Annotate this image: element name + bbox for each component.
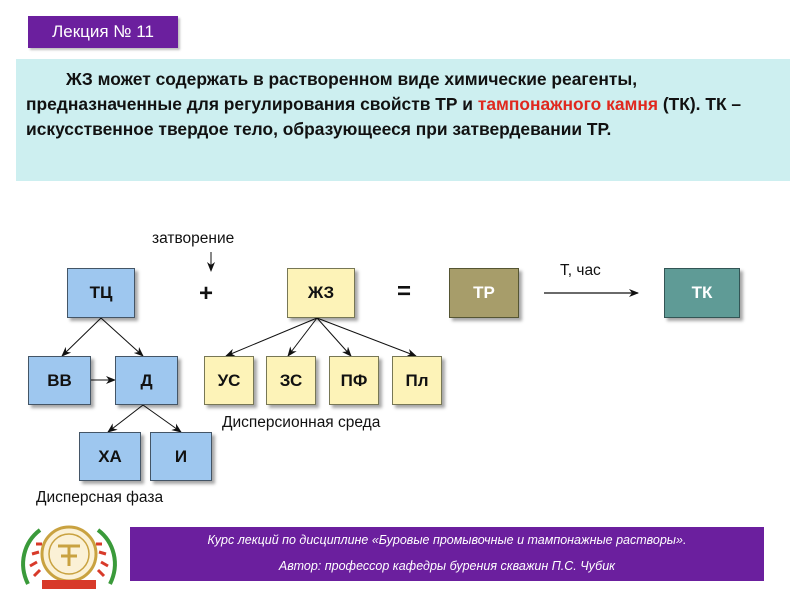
operator-equals: = <box>397 278 412 305</box>
node-vv: ВВ <box>28 356 91 405</box>
arrow-zhz-pl <box>316 317 417 357</box>
arrow-tc-d <box>100 317 144 357</box>
node-tc: ТЦ <box>67 268 135 318</box>
node-d: Д <box>115 356 178 405</box>
arrow-d-i <box>142 404 182 433</box>
node-us: УС <box>204 356 254 405</box>
arrow-zhz-us <box>225 317 318 357</box>
node-pl: Пл <box>392 356 442 405</box>
label-time: Т, час <box>560 262 601 279</box>
arrow-zhz-zs <box>287 317 318 357</box>
intro-text: ЖЗ может содержать в растворенном виде х… <box>26 67 786 142</box>
arrow-d-ha <box>107 404 144 433</box>
arrow-tc-vv <box>61 317 102 357</box>
node-tk: ТК <box>664 268 740 318</box>
label-dispersed-phase: Дисперсная фаза <box>36 489 164 506</box>
node-ha: ХА <box>79 432 141 481</box>
university-logo <box>21 525 117 589</box>
footer-line2: Автор: профессор кафедры бурения скважин… <box>278 559 616 573</box>
node-zhz: ЖЗ <box>287 268 355 318</box>
node-tr: ТР <box>449 268 519 318</box>
label-zatvorenie: затворение <box>152 230 235 247</box>
label-dispersion-medium: Дисперсионная среда <box>222 414 381 431</box>
node-pf: ПФ <box>329 356 379 405</box>
node-i: И <box>150 432 212 481</box>
node-zs: ЗС <box>266 356 316 405</box>
footer-bar: Курс лекций по дисциплине «Буровые промы… <box>130 527 764 581</box>
intro-text-highlight: тампонажного камня <box>477 94 659 114</box>
intro-box <box>16 59 790 181</box>
intro-text-part1: ЖЗ может содержать в растворенном виде х… <box>26 69 638 114</box>
intro-text-part2: (ТК). ТК – искусственное твердое тело, о… <box>26 94 742 139</box>
arrow-zhz-pf <box>316 317 352 357</box>
operator-plus: + <box>199 280 214 307</box>
lecture-badge: Лекция № 11 <box>28 16 178 48</box>
footer-line1: Курс лекций по дисциплине «Буровые промы… <box>207 533 687 547</box>
